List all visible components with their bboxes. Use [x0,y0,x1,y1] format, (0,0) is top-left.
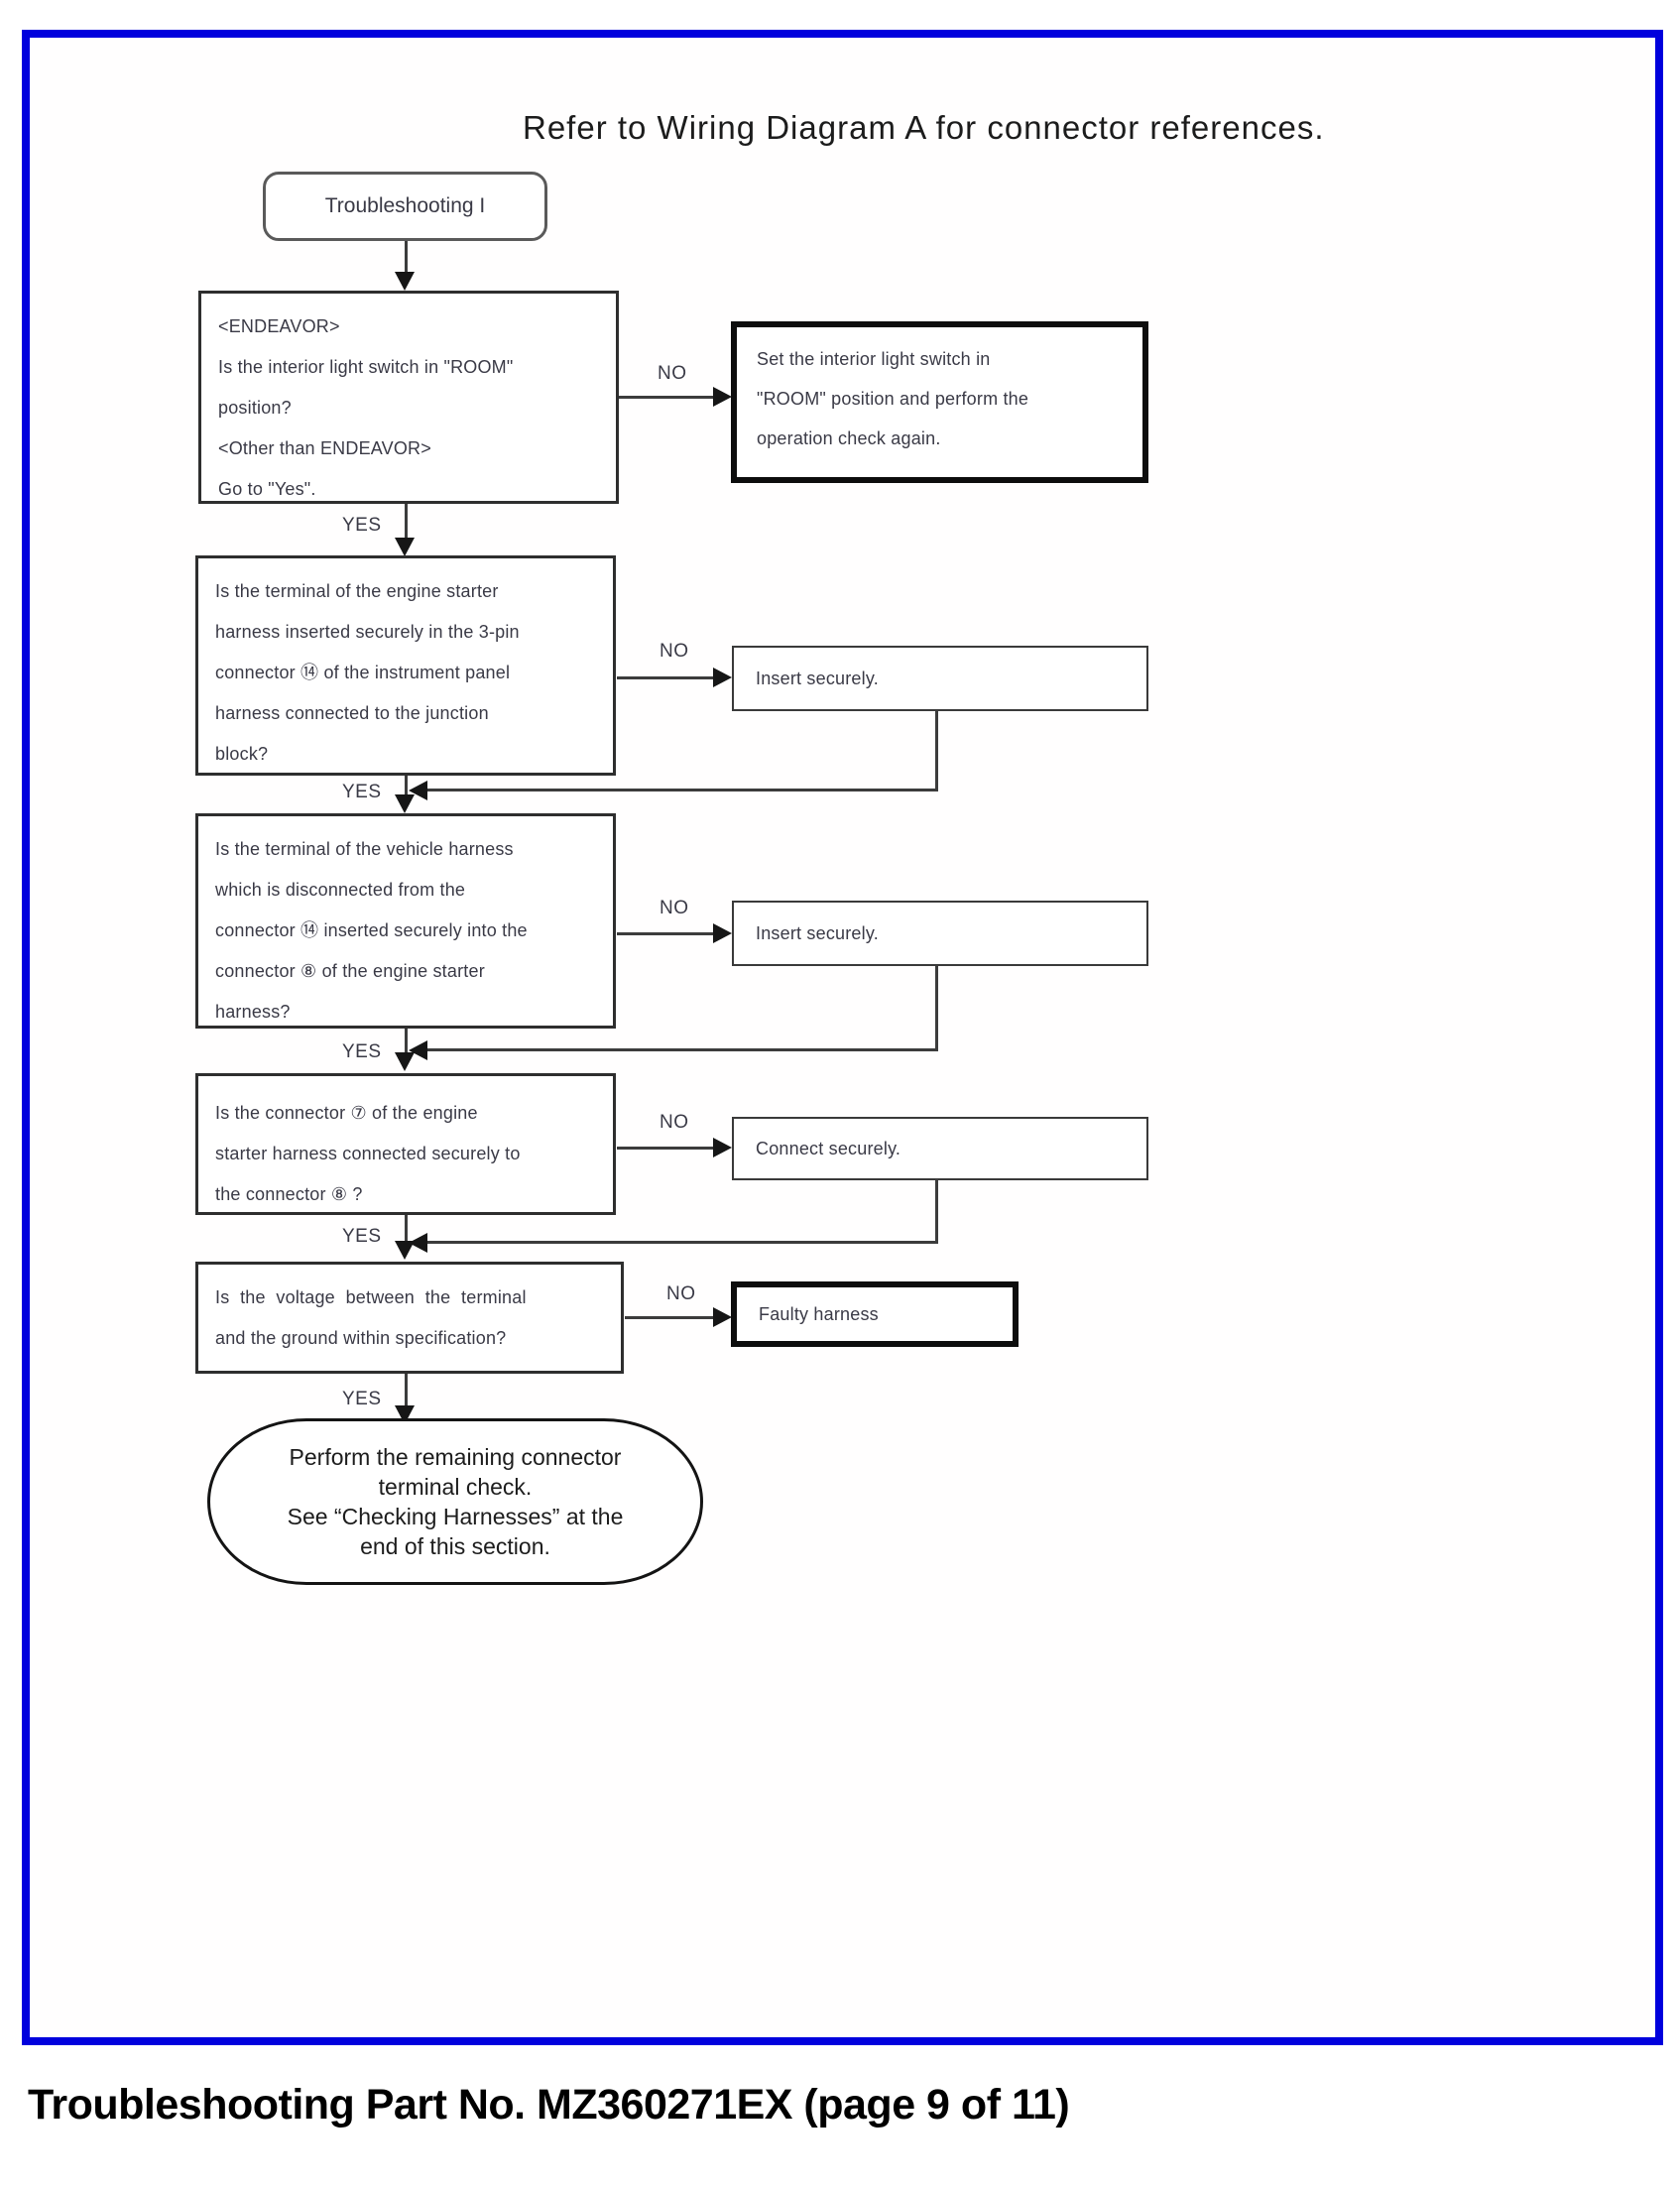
end-line: end of this section. [360,1533,550,1559]
question-line: connector ⑭ inserted securely into the [215,920,528,940]
question-line: harness? [215,1002,291,1022]
end-node: Perform the remaining connector terminal… [207,1418,703,1585]
question-box-5: Is the voltage between the terminal and … [195,1262,624,1374]
question-line: harness connected to the junction [215,703,489,723]
yes-label: YES [342,1226,382,1247]
connector-line [617,676,716,679]
question-line: <Other than ENDEAVOR> [218,438,431,458]
arrow-right-icon [713,387,732,407]
connector-line [426,1241,938,1244]
arrow-down-icon [395,1052,415,1071]
question-line: connector ⑭ of the instrument panel [215,663,511,682]
action-line: Insert securely. [756,668,879,688]
diagram-title: Refer to Wiring Diagram A for connector … [523,109,1325,146]
question-line: connector ⑧ of the engine starter [215,961,485,981]
action-box-1: Set the interior light switch in "ROOM" … [731,321,1148,483]
arrow-right-icon [713,1307,732,1327]
question-box-2: Is the terminal of the engine starter ha… [195,555,616,776]
connector-line [935,710,938,791]
yes-label: YES [342,1041,382,1062]
yes-label: YES [342,515,382,536]
question-line: position? [218,398,292,418]
yes-label: YES [342,782,382,802]
question-line: Go to "Yes". [218,479,316,499]
connector-line [935,1179,938,1244]
no-label: NO [660,1112,689,1133]
question-box-1: <ENDEAVOR> Is the interior light switch … [198,291,619,504]
connector-line [426,789,938,791]
question-line: block? [215,744,269,764]
arrow-right-icon [713,1138,732,1157]
question-box-4: Is the connector ⑦ of the engine starter… [195,1073,616,1215]
question-line: Is the voltage between the terminal [215,1287,527,1307]
start-node-label: Troubleshooting I [324,194,486,217]
action-box-2: Insert securely. [732,646,1148,711]
question-line: the connector ⑧ ? [215,1184,363,1204]
question-box-3: Is the terminal of the vehicle harness w… [195,813,616,1029]
question-line: Is the connector ⑦ of the engine [215,1103,478,1123]
no-label: NO [660,898,689,918]
end-line: terminal check. [378,1474,533,1500]
arrow-down-icon [395,1241,415,1260]
question-line: which is disconnected from the [215,880,466,900]
arrow-down-icon [395,794,415,813]
connector-line [617,1147,716,1150]
action-box-3: Insert securely. [732,901,1148,966]
connector-line [426,1048,938,1051]
connector-line [405,776,408,797]
connector-line [405,1029,408,1054]
connector-line [935,965,938,1051]
end-line: See “Checking Harnesses” at the [287,1504,624,1529]
action-line: Insert securely. [756,922,879,943]
arrow-down-icon [395,272,415,291]
page-caption: Troubleshooting Part No. MZ360271EX (pag… [28,2081,1070,2129]
action-line: operation check again. [757,428,941,448]
connector-line [405,241,408,274]
action-line: Connect securely. [756,1138,901,1158]
no-label: NO [660,641,689,662]
connector-line [405,504,408,540]
no-label: NO [666,1283,696,1304]
start-node: Troubleshooting I [263,172,547,241]
connector-line [625,1316,716,1319]
question-line: Is the terminal of the engine starter [215,581,499,601]
question-line: starter harness connected securely to [215,1144,521,1163]
yes-label: YES [342,1389,382,1409]
action-box-4: Connect securely. [732,1117,1148,1180]
end-line: Perform the remaining connector [289,1444,622,1470]
question-line: <ENDEAVOR> [218,316,340,336]
arrow-right-icon [713,668,732,687]
question-line: Is the terminal of the vehicle harness [215,839,514,859]
connector-line [617,932,716,935]
action-box-5: Faulty harness [731,1281,1019,1347]
action-line: Faulty harness [759,1303,879,1324]
action-line: Set the interior light switch in [757,349,991,369]
question-line: harness inserted securely in the 3-pin [215,622,520,642]
arrow-right-icon [713,923,732,943]
question-line: Is the interior light switch in "ROOM" [218,357,514,377]
connector-line [405,1215,408,1243]
connector-line [405,1374,408,1407]
no-label: NO [658,363,687,384]
connector-line [619,396,716,399]
arrow-down-icon [395,538,415,556]
action-line: "ROOM" position and perform the [757,389,1029,409]
question-line: and the ground within specification? [215,1328,507,1348]
